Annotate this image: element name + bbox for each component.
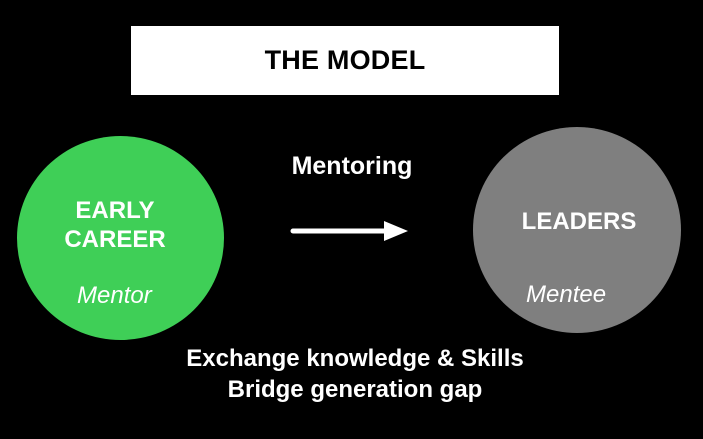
title-box: THE MODEL xyxy=(131,26,559,95)
leaders-circle xyxy=(473,127,681,333)
summary-line-2: Bridge generation gap xyxy=(227,376,483,403)
page-title: THE MODEL xyxy=(264,45,426,75)
summary-line-1: Exchange knowledge & Skills xyxy=(186,345,524,372)
mentee-label: Mentee xyxy=(526,281,607,308)
early-career-title-line-1: EARLY xyxy=(75,197,155,224)
early-career-circle xyxy=(17,136,224,340)
mentoring-label: Mentoring xyxy=(291,152,413,180)
right-arrow-icon xyxy=(290,221,408,241)
early-career-title: EARLY CAREER xyxy=(40,196,190,254)
mentor-label: Mentor xyxy=(77,282,152,309)
leaders-title: LEADERS xyxy=(521,208,637,235)
early-career-title-line-2: CAREER xyxy=(64,226,166,253)
